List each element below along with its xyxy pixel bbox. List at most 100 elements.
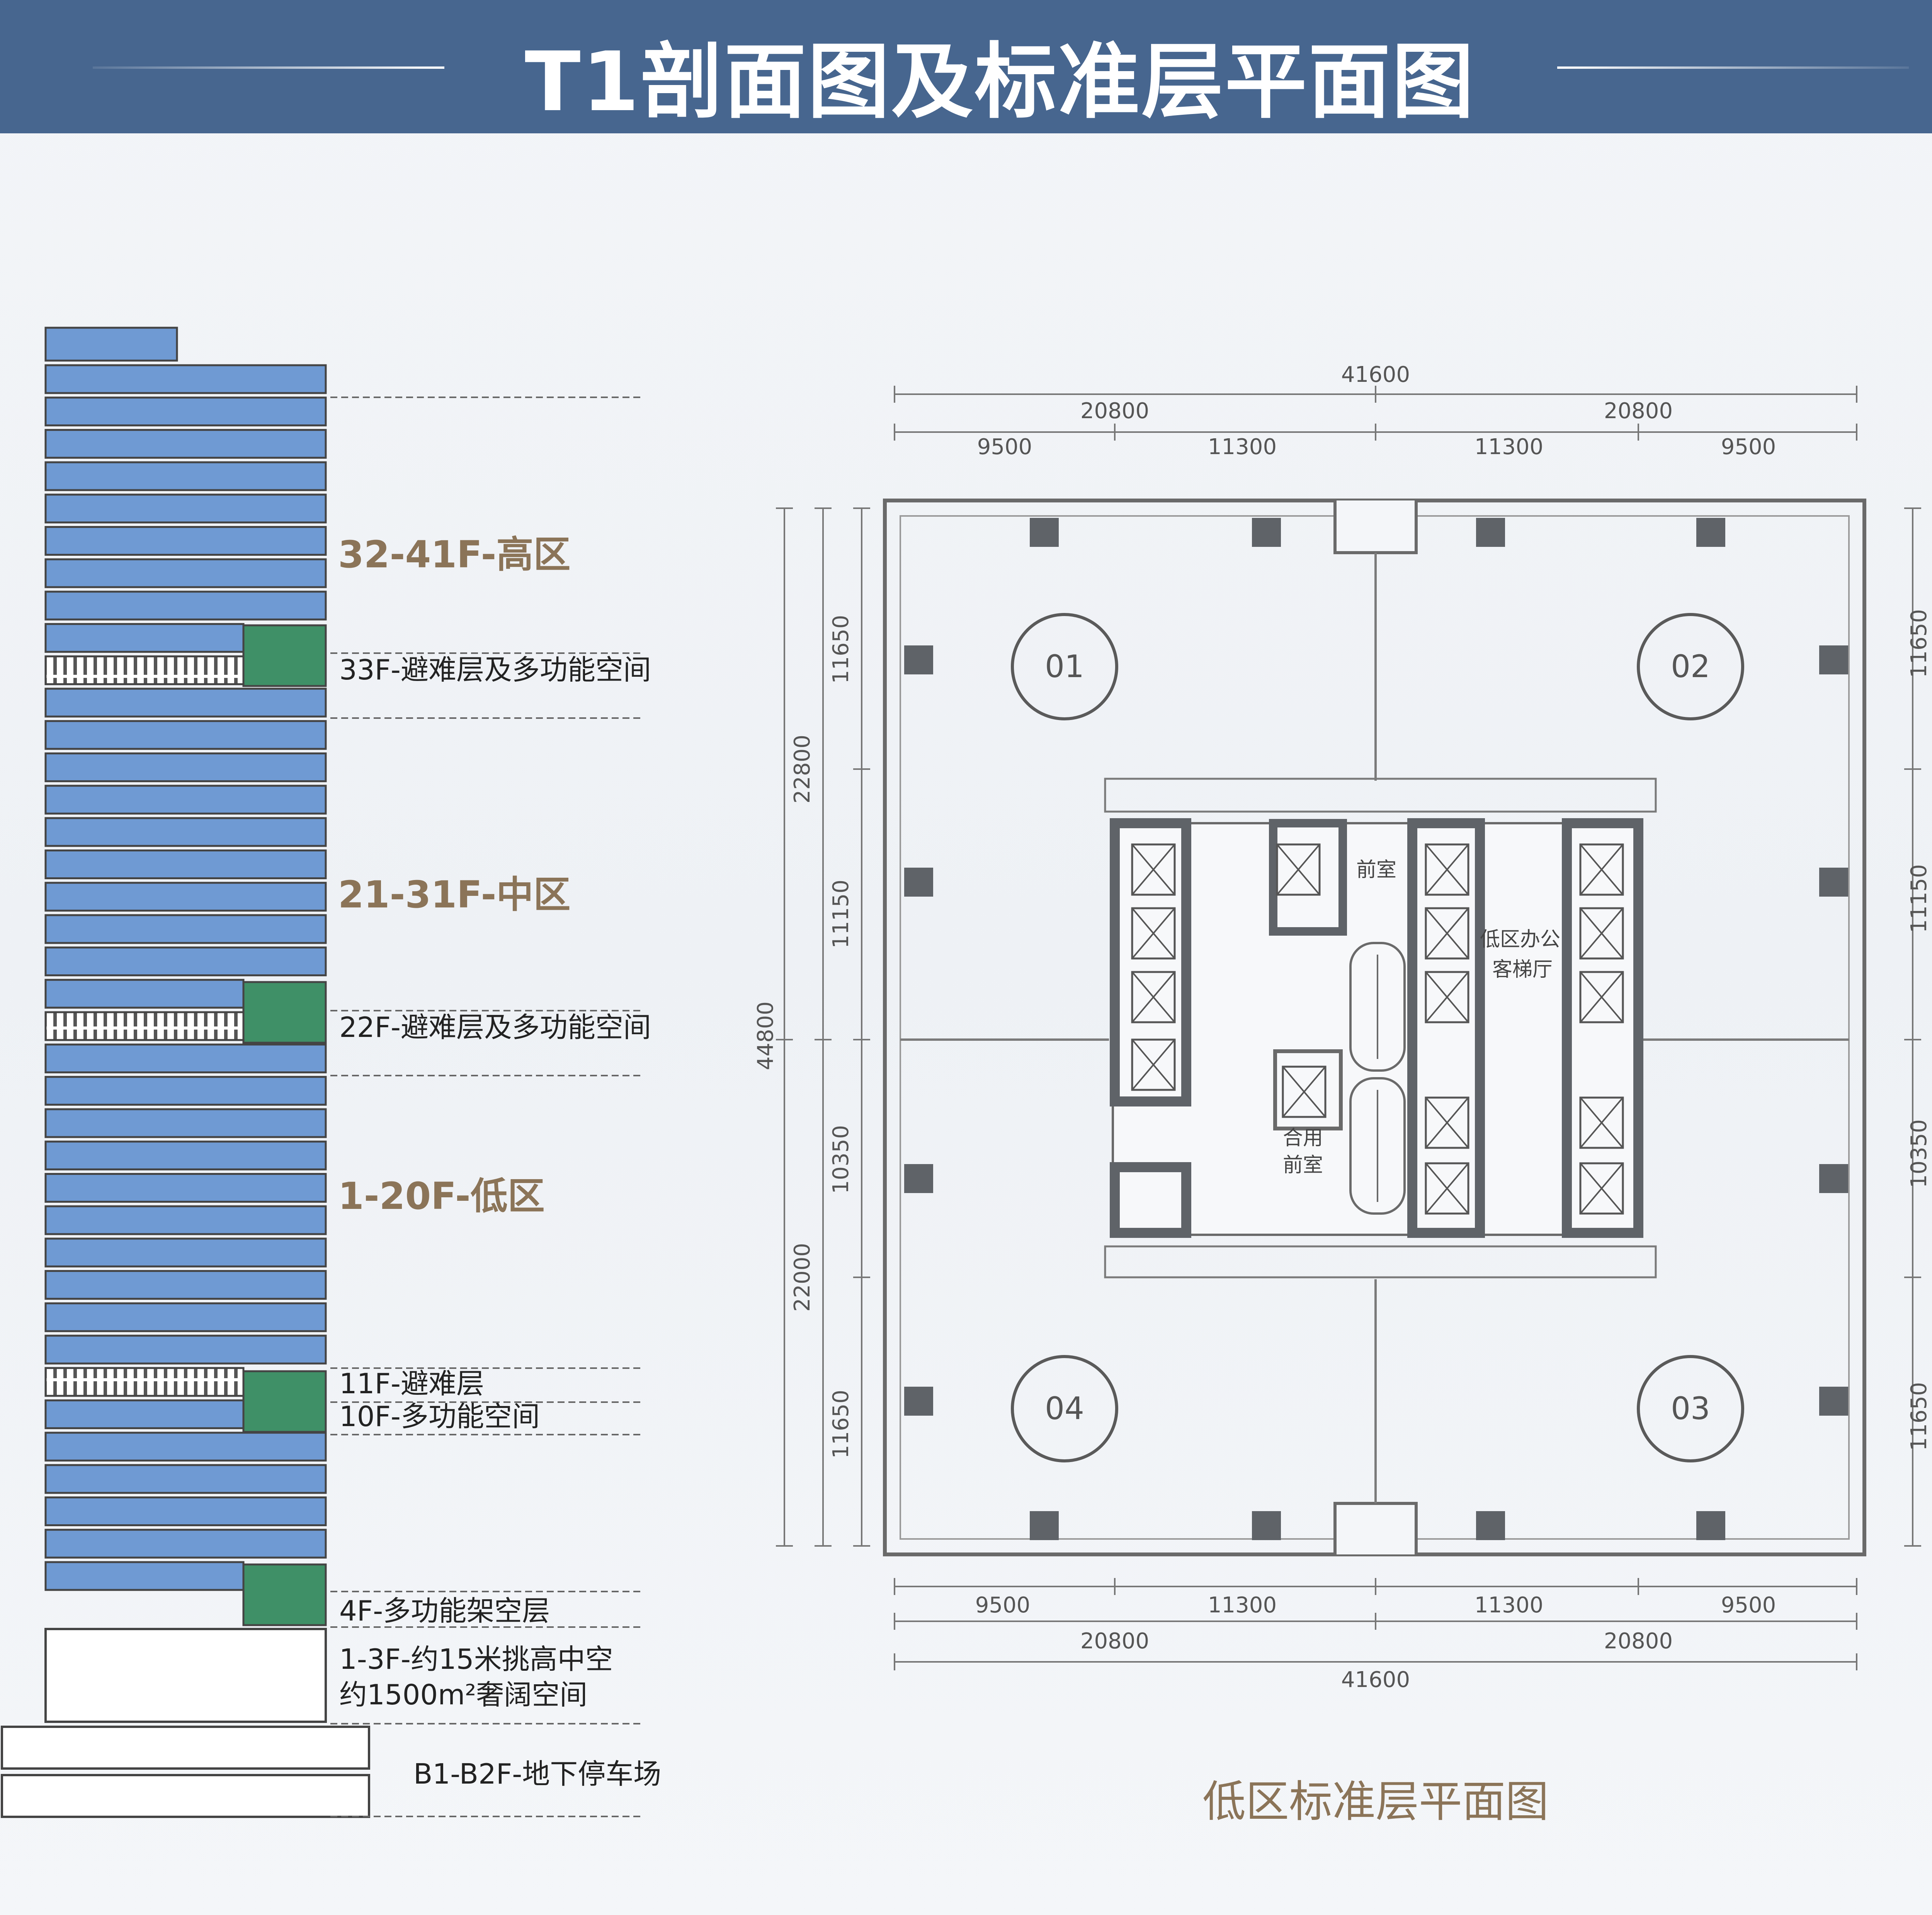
dim-left-bay-3: 10350 bbox=[828, 1125, 854, 1194]
zone-label-high: 32-41F-高区 bbox=[338, 533, 571, 576]
floor-slab bbox=[44, 1561, 245, 1591]
column bbox=[1030, 1511, 1059, 1540]
dim-left-bay-4: 11650 bbox=[828, 1390, 854, 1459]
elevator-car bbox=[1282, 1066, 1327, 1118]
refuge-floor-hatch bbox=[44, 655, 245, 685]
dim-right-bay-2: 11150 bbox=[1906, 864, 1932, 933]
floor-label-1-3f: 1-3F-约15米挑高中空 bbox=[339, 1643, 613, 1675]
column bbox=[1696, 518, 1725, 547]
core-north-corridor bbox=[1104, 778, 1657, 813]
north-entrance bbox=[1333, 500, 1418, 554]
header-banner: T1剖面图及标准层平面图 bbox=[0, 0, 1932, 133]
floor-slab bbox=[44, 1270, 327, 1300]
elevator-car bbox=[1579, 907, 1624, 960]
floor-slab bbox=[44, 817, 327, 847]
floor-slab bbox=[44, 1140, 327, 1171]
dim-left-bay-2: 11150 bbox=[828, 880, 854, 948]
column bbox=[1819, 1387, 1848, 1416]
floor-label-22f: 22F-避难层及多功能空间 bbox=[339, 1011, 651, 1043]
dim-bottom-bay-3: 11300 bbox=[1475, 1593, 1543, 1618]
floor-slab bbox=[44, 591, 327, 621]
section-floor-labels: 33F-避难层及多功能空间 22F-避难层及多功能空间 11F-避难层 10F-… bbox=[339, 654, 661, 1790]
refuge-floor-hatch bbox=[44, 1011, 245, 1041]
column bbox=[1819, 868, 1848, 897]
unit-02-label: 02 bbox=[1671, 649, 1710, 684]
elevator-bank-mid bbox=[1407, 818, 1485, 1238]
room-label-lobby-2: 客梯厅 bbox=[1492, 958, 1553, 981]
floor-slab bbox=[44, 1238, 327, 1268]
dim-bottom-bay-2: 11300 bbox=[1208, 1593, 1277, 1618]
zone-label-mid: 21-31F-中区 bbox=[338, 873, 571, 916]
dim-top-bay-3: 11300 bbox=[1475, 434, 1543, 460]
room-label-front-room: 前室 bbox=[1356, 858, 1396, 882]
column bbox=[1819, 1164, 1848, 1193]
column bbox=[904, 645, 933, 674]
floor-slab bbox=[44, 1335, 327, 1365]
floor-slab bbox=[44, 1529, 327, 1559]
floor-slab bbox=[44, 397, 327, 427]
elevator-cross bbox=[1131, 907, 1175, 959]
shared-lift bbox=[1273, 1049, 1343, 1130]
column bbox=[1476, 1511, 1505, 1540]
elevator-car bbox=[1579, 1096, 1624, 1149]
elevator-cross bbox=[1425, 907, 1469, 959]
elevator-cross bbox=[1580, 1163, 1624, 1214]
floor-slab bbox=[44, 526, 327, 556]
elevator-bank-west bbox=[1110, 818, 1191, 1106]
floor-slab bbox=[44, 1043, 327, 1074]
room-label-shared-2: 前室 bbox=[1283, 1154, 1323, 1177]
floor-slab bbox=[44, 1173, 327, 1203]
structural-columns bbox=[904, 518, 1848, 1540]
elevator-car bbox=[1276, 843, 1321, 896]
floor-label-4f: 4F-多功能架空层 bbox=[339, 1595, 550, 1627]
elevator-car bbox=[1131, 907, 1176, 960]
section-zone-labels: 32-41F-高区 21-31F-中区 1-20F-低区 bbox=[338, 533, 571, 1218]
unit-03-marker: 03 bbox=[1637, 1355, 1744, 1462]
stair-north bbox=[1349, 942, 1406, 1072]
elevator-cars bbox=[1131, 843, 1624, 1215]
dim-left-half-top: 22800 bbox=[790, 735, 815, 803]
building-section bbox=[1, 327, 643, 1818]
basement-b1 bbox=[1, 1726, 370, 1770]
floor-slab bbox=[44, 1205, 327, 1235]
floor-slab bbox=[44, 849, 327, 879]
column bbox=[904, 1387, 933, 1416]
unit-01-marker: 01 bbox=[1011, 613, 1118, 720]
unit-03-label: 03 bbox=[1671, 1391, 1710, 1426]
column bbox=[904, 868, 933, 897]
elevator-cross bbox=[1425, 1163, 1469, 1214]
page-title: T1剖面图及标准层平面图 bbox=[524, 34, 1476, 129]
dim-top-half-left: 20800 bbox=[1080, 398, 1149, 424]
elevator-cross bbox=[1425, 844, 1469, 895]
floor-slab bbox=[44, 1076, 327, 1106]
atrium-block bbox=[44, 1628, 327, 1723]
dim-bottom-bay-4: 9500 bbox=[1721, 1593, 1776, 1618]
floor-slab bbox=[44, 558, 327, 588]
elevator-car bbox=[1425, 907, 1469, 960]
dim-right-bay-3: 10350 bbox=[1906, 1119, 1932, 1188]
floor-slab bbox=[44, 720, 327, 750]
dim-top-half-right: 20800 bbox=[1604, 398, 1673, 424]
floor-slab bbox=[44, 623, 245, 653]
elevator-car bbox=[1425, 843, 1469, 896]
elevator-bank-east bbox=[1562, 818, 1643, 1238]
floor-slab bbox=[44, 429, 327, 459]
stair-south bbox=[1349, 1077, 1406, 1215]
dim-left-total: 44800 bbox=[753, 1001, 778, 1070]
service-room-sw bbox=[1110, 1162, 1191, 1238]
elevator-cross bbox=[1580, 971, 1624, 1023]
elevator-car bbox=[1425, 1162, 1469, 1215]
room-label-lobby-1: 低区办公 bbox=[1480, 928, 1560, 951]
elevator-cross bbox=[1580, 844, 1624, 895]
floor-slab bbox=[44, 882, 327, 912]
dim-right-bay-1: 11650 bbox=[1906, 609, 1932, 678]
elevator-car bbox=[1579, 843, 1624, 896]
plan-caption: 低区标准层平面图 bbox=[1202, 1777, 1549, 1827]
elevator-car bbox=[1131, 1038, 1176, 1091]
floor-slab bbox=[44, 979, 245, 1009]
unit-04-label: 04 bbox=[1045, 1391, 1084, 1426]
unit-01-label: 01 bbox=[1045, 649, 1084, 684]
elevator-cross bbox=[1131, 844, 1175, 895]
elevator-car bbox=[1131, 971, 1176, 1023]
